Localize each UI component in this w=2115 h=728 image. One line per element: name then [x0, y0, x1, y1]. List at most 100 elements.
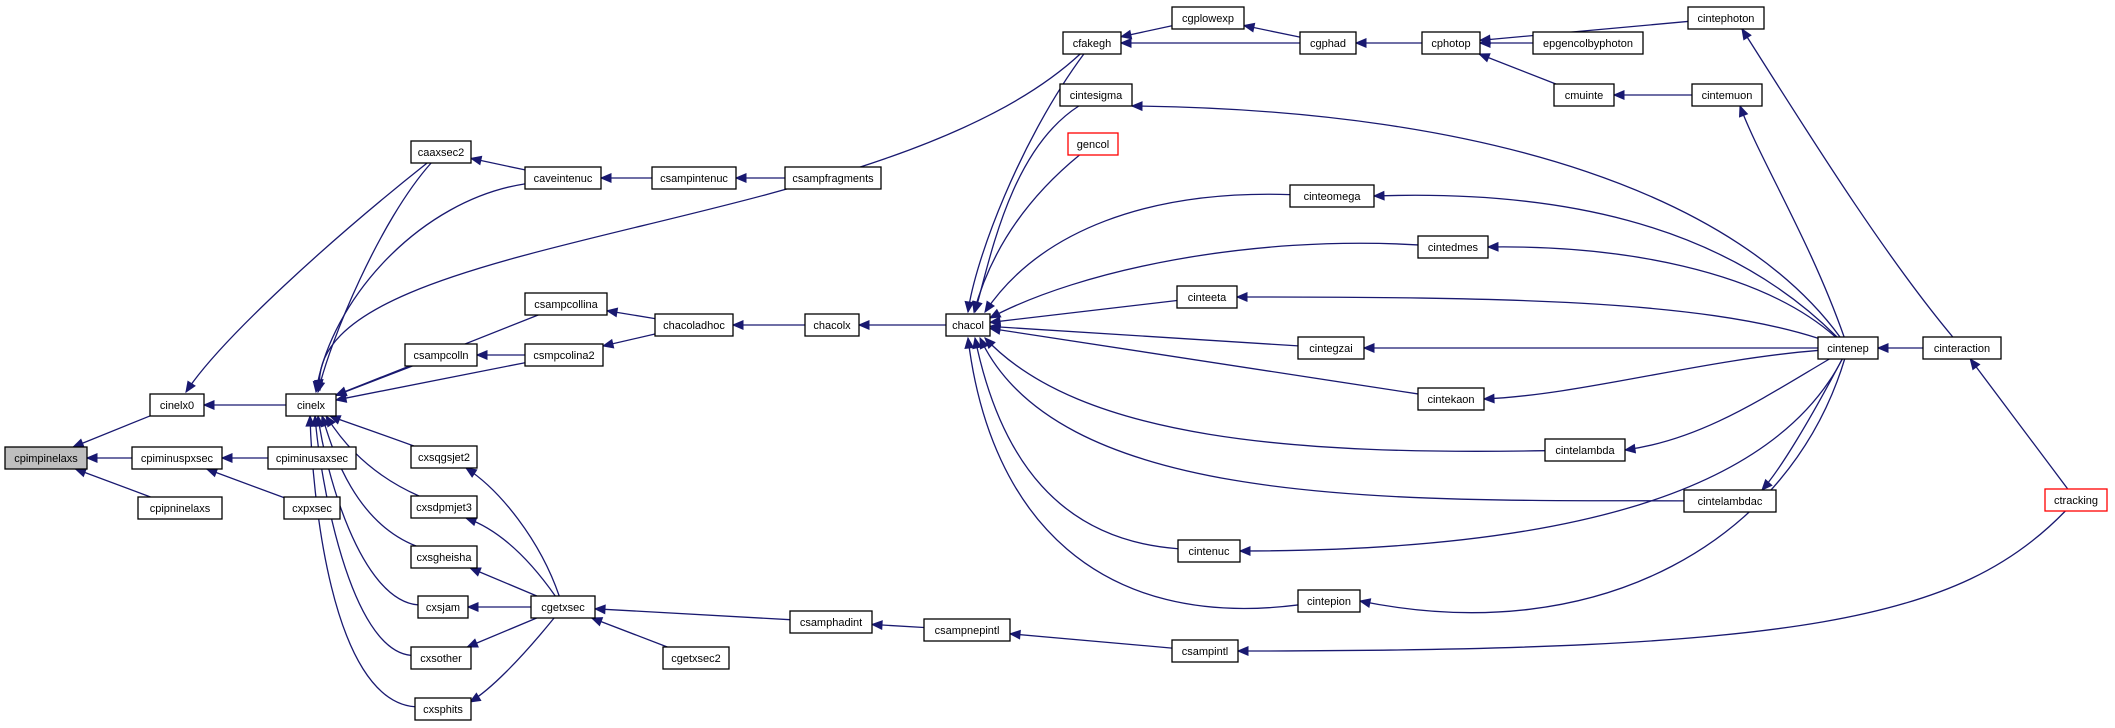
node-cmuinte[interactable]: cmuinte — [1553, 83, 1615, 107]
node-cphotop[interactable]: cphotop — [1421, 31, 1481, 55]
node-label: cxsjam — [426, 602, 460, 614]
arrowhead — [1969, 357, 1981, 371]
edge-cxpxsec-to-cpiminuspxsec — [205, 468, 285, 499]
node-cintedmes[interactable]: cintedmes — [1417, 235, 1489, 259]
node-box — [1553, 83, 1615, 107]
node-gencol[interactable]: gencol — [1067, 132, 1119, 156]
node-cintenep[interactable]: cintenep — [1817, 336, 1879, 360]
arrowhead — [1236, 646, 1249, 656]
node-chacoladhoc[interactable]: chacoladhoc — [654, 313, 734, 337]
edge-caaxsec2-to-cinelx0 — [185, 162, 428, 394]
node-cinteeta[interactable]: cinteeta — [1176, 285, 1238, 309]
arrowhead — [964, 300, 975, 314]
edge-line — [1373, 194, 1838, 338]
edge-line — [1969, 358, 2069, 490]
node-cintesigma[interactable]: cintesigma — [1059, 83, 1133, 107]
node-label: epgencolbyphoton — [1543, 38, 1633, 50]
node-cxsphits[interactable]: cxsphits — [414, 697, 472, 721]
edge-cgphad-to-cfakegh — [1119, 38, 1300, 48]
node-box — [651, 166, 737, 190]
node-csampfragments[interactable]: csampfragments — [784, 166, 882, 190]
node-cpipninelaxs[interactable]: cpipninelaxs — [137, 496, 223, 520]
node-box — [1687, 6, 1765, 30]
node-cgplowexp[interactable]: cgplowexp — [1171, 6, 1245, 30]
node-cintelambda[interactable]: cintelambda — [1544, 438, 1626, 462]
edge-cgetxsec-to-cxsjam — [466, 602, 531, 612]
node-csampintl[interactable]: csampintl — [1171, 639, 1239, 663]
node-cintenuc[interactable]: cintenuc — [1177, 539, 1241, 563]
node-cfakegh[interactable]: cfakegh — [1062, 31, 1122, 55]
node-cgetxsec2[interactable]: cgetxsec2 — [662, 646, 730, 670]
node-cintelambdac[interactable]: cintelambdac — [1683, 489, 1777, 513]
node-label: cinteomega — [1304, 191, 1362, 203]
node-cgphad[interactable]: cgphad — [1299, 31, 1357, 55]
edge-line — [1236, 296, 1819, 339]
node-label: ctracking — [2054, 495, 2098, 507]
node-cxsdpmjet3[interactable]: cxsdpmjet3 — [410, 495, 478, 519]
node-box — [524, 166, 602, 190]
node-cpiminuspxsec[interactable]: cpiminuspxsec — [131, 446, 223, 470]
edge-line — [1009, 633, 1173, 649]
node-label: csmpcolina2 — [533, 350, 594, 362]
node-cinelx0[interactable]: cinelx0 — [149, 393, 205, 417]
arrowhead — [202, 400, 215, 410]
edge-line — [1761, 358, 1843, 491]
node-cxsother[interactable]: cxsother — [410, 646, 472, 670]
edge-cintenep-to-cinteeta — [1235, 292, 1819, 339]
node-csampintenuc[interactable]: csampintenuc — [651, 166, 737, 190]
node-caaxsec2[interactable]: caaxsec2 — [410, 140, 472, 164]
edge-cintegzai-to-chacol — [988, 322, 1299, 347]
node-box — [1922, 336, 2002, 360]
node-csmpcolina2[interactable]: csmpcolina2 — [524, 343, 604, 367]
edge-line — [1741, 28, 1954, 338]
edge-line — [989, 325, 1299, 347]
node-cintegzai[interactable]: cintegzai — [1297, 336, 1365, 360]
node-label: csampnepintl — [935, 625, 1000, 637]
edge-cintenep-to-cinteomega — [1372, 190, 1838, 338]
node-caveintenuc[interactable]: caveintenuc — [524, 166, 602, 190]
node-csampnepintl[interactable]: csampnepintl — [923, 618, 1011, 642]
arrowhead — [984, 337, 996, 350]
node-chacol[interactable]: chacol — [945, 313, 991, 337]
edge-caveintenuc-to-caaxsec2 — [469, 155, 526, 171]
node-cintepion[interactable]: cintepion — [1297, 589, 1361, 613]
edge-line — [984, 337, 1546, 452]
node-cpimpinelaxs[interactable]: cpimpinelaxs — [4, 446, 88, 470]
node-box — [1289, 184, 1375, 208]
node-box — [1171, 639, 1239, 663]
node-cintekaon[interactable]: cintekaon — [1417, 387, 1485, 411]
node-cinteraction[interactable]: cinteraction — [1922, 336, 2002, 360]
node-cxsgheisha[interactable]: cxsgheisha — [410, 545, 478, 569]
arrowhead — [1242, 22, 1256, 33]
node-label: cintedmes — [1428, 242, 1479, 254]
edge-chacoladhoc-to-csmpcolina2 — [601, 333, 656, 349]
node-cinelx[interactable]: cinelx — [285, 393, 337, 417]
edge-line — [1131, 105, 1841, 338]
node-label: cintepion — [1307, 596, 1351, 608]
node-cintephoton[interactable]: cintephoton — [1687, 6, 1765, 30]
node-box — [137, 496, 223, 520]
node-box — [1544, 438, 1626, 462]
node-chacolx[interactable]: chacolx — [804, 313, 860, 337]
node-box — [410, 646, 472, 670]
edge-cmuinte-to-cphotop — [1477, 53, 1557, 85]
arrowhead — [1612, 90, 1625, 100]
edge-cintepion-to-chacol — [964, 336, 1299, 610]
node-cintemuon[interactable]: cintemuon — [1691, 83, 1763, 107]
node-label: cgphad — [1310, 38, 1346, 50]
node-cpiminusaxsec[interactable]: cpiminusaxsec — [267, 446, 357, 470]
edge-line — [465, 467, 560, 597]
edge-line — [319, 53, 1081, 391]
node-epgencolbyphoton[interactable]: epgencolbyphoton — [1532, 31, 1644, 55]
node-cgetxsec[interactable]: cgetxsec — [530, 595, 596, 619]
node-cxsjam[interactable]: cxsjam — [417, 595, 469, 619]
node-csampcolln[interactable]: csampcolln — [404, 343, 478, 367]
node-ctracking[interactable]: ctracking — [2044, 488, 2108, 512]
arrowhead — [1761, 478, 1773, 491]
node-csamphadint[interactable]: csamphadint — [789, 610, 873, 634]
node-cinteomega[interactable]: cinteomega — [1289, 184, 1375, 208]
node-cxpxsec[interactable]: cxpxsec — [283, 496, 341, 520]
edge-line — [317, 162, 432, 393]
node-cxsqgsjet2[interactable]: cxsqgsjet2 — [410, 445, 478, 469]
node-csampcollina[interactable]: csampcollina — [524, 292, 608, 316]
